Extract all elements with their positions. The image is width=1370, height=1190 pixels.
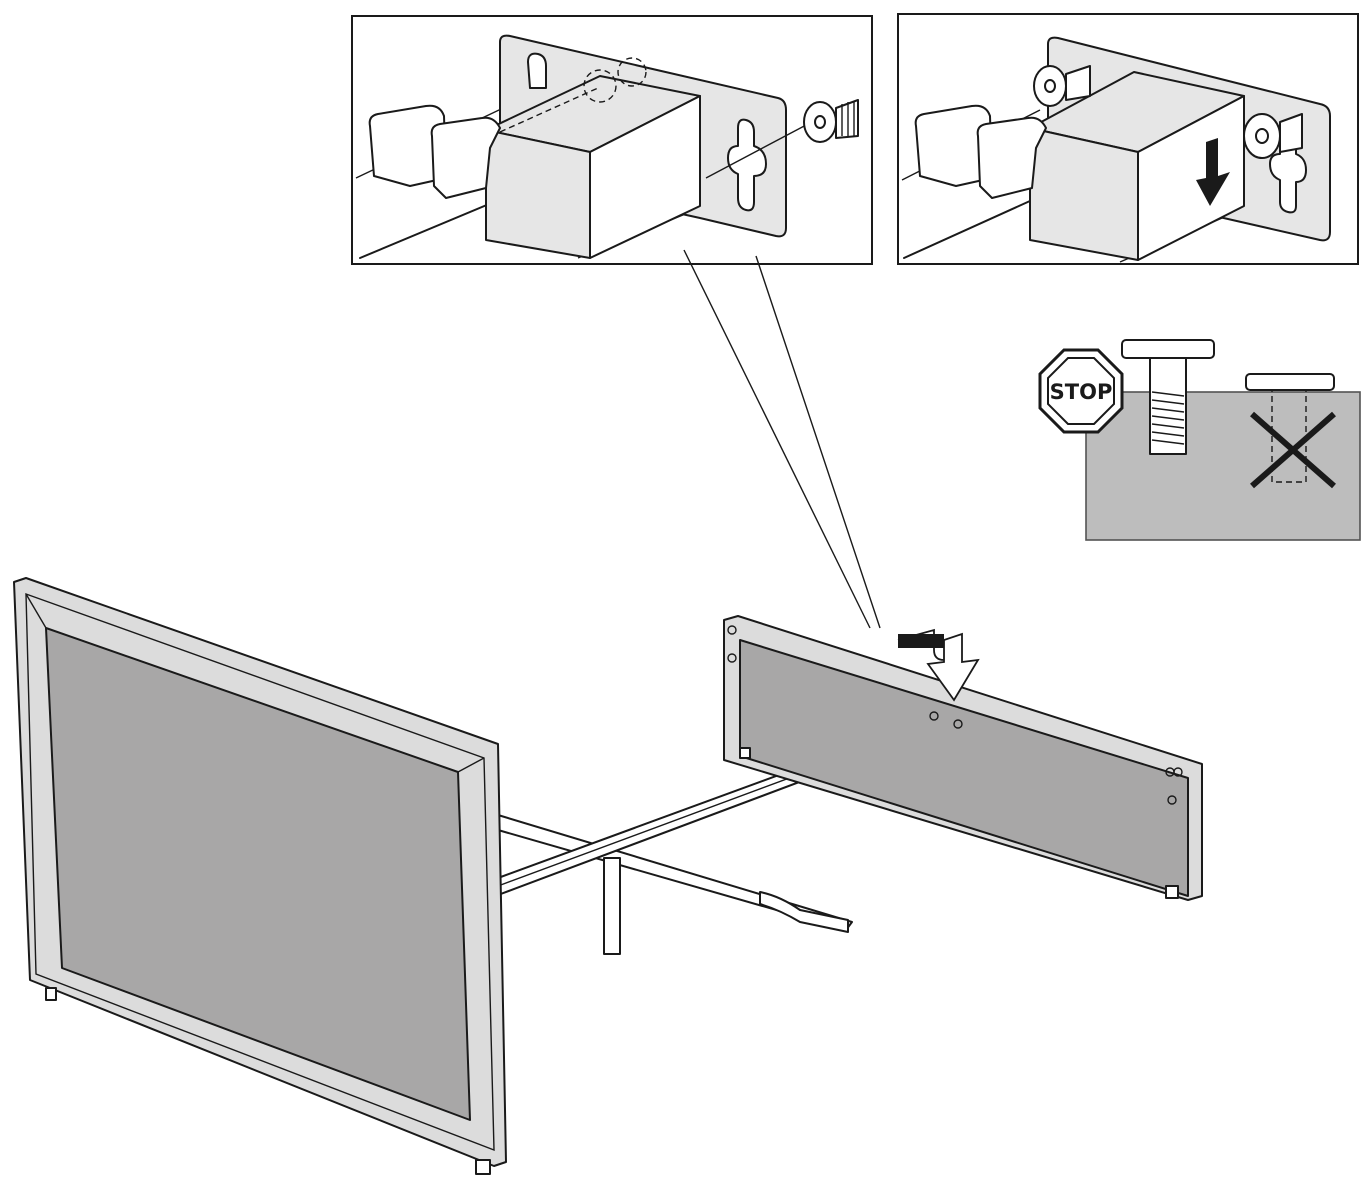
stop-sign-label: STOP — [1050, 380, 1113, 404]
detail-panel-insert-screw — [351, 15, 873, 265]
arrow-down-icon-2 — [897, 628, 980, 702]
detail-panel-slide-down — [897, 13, 1359, 265]
screw-washer — [803, 99, 859, 143]
callout-lines — [683, 249, 881, 629]
arrow-down-icon — [1196, 138, 1230, 206]
footboard-panel — [723, 615, 1203, 901]
headboard-panel — [13, 577, 507, 1175]
support-leg — [603, 857, 621, 955]
screw-depth-warning: STOP — [1038, 339, 1361, 541]
bed-frame-assembly — [13, 577, 1203, 1175]
cross-mark-icon — [1250, 411, 1336, 489]
keyhole-slot — [727, 118, 767, 212]
stop-sign-icon: STOP — [1038, 348, 1124, 434]
